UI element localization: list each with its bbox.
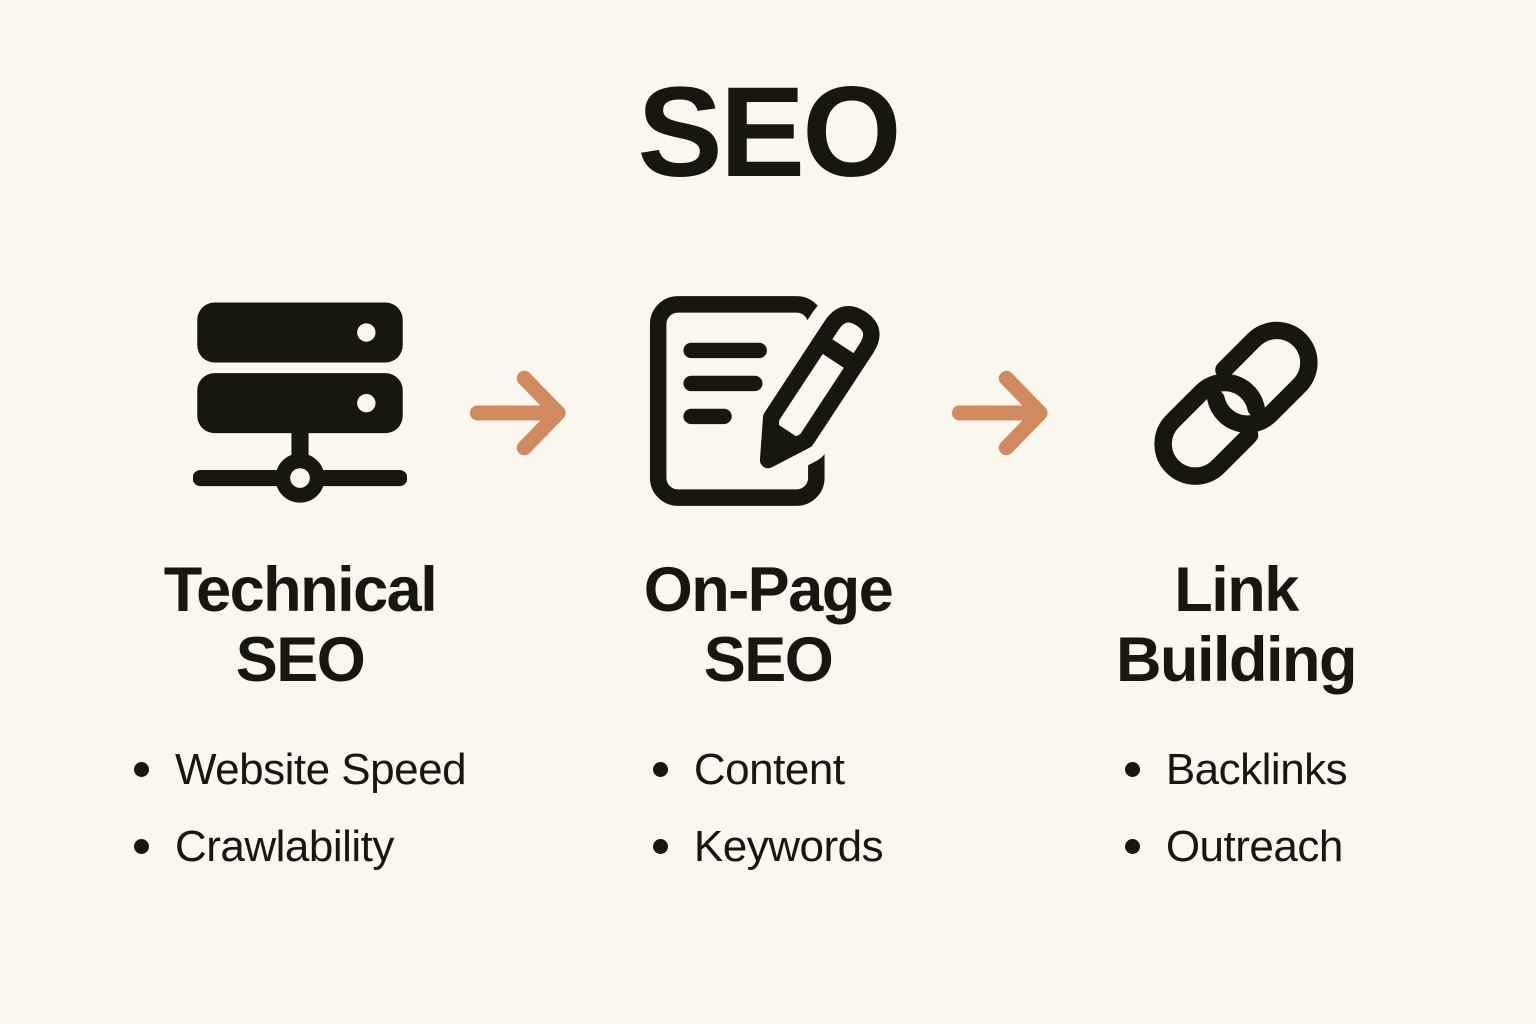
- bullet-dot: [133, 762, 149, 778]
- flow-arrow-1: [468, 366, 590, 465]
- bullet-text: Website Speed: [174, 744, 467, 794]
- heading-line: Technical: [163, 555, 438, 626]
- bullet-dot: [652, 762, 668, 778]
- column-technical-seo: Technical SEO Website Speed Crawlability: [66, 286, 534, 899]
- link-building-heading: Link Building: [1116, 555, 1357, 695]
- link-building-bullet-list: Backlinks Outreach: [1124, 744, 1348, 899]
- columns-board: Technical SEO Website Speed Crawlability: [66, 286, 1470, 899]
- arrow-right-icon: [951, 371, 1048, 456]
- seo-infographic: SEO Technical SEO: [66, 61, 1470, 899]
- on-page-seo-bullet-list: Content Keywords: [652, 744, 884, 899]
- bullet-text: Content: [693, 744, 845, 794]
- bullet-dot: [1124, 839, 1140, 855]
- bullet-dot: [133, 839, 149, 855]
- bullet-text: Outreach: [1165, 821, 1343, 871]
- bullet-dot: [652, 839, 668, 855]
- heading-line: Link: [1174, 555, 1299, 626]
- server-icon: [193, 302, 407, 503]
- pencil: [745, 291, 891, 484]
- list-item: Backlinks: [1124, 744, 1348, 795]
- bullet-text: Backlinks: [1165, 744, 1348, 794]
- list-item: Outreach: [1124, 821, 1347, 872]
- document-edit-icon: [649, 291, 891, 507]
- on-page-seo-heading: On-Page SEO: [643, 555, 894, 695]
- bullet-dot: [1124, 762, 1140, 778]
- heading-line: Building: [1116, 624, 1357, 695]
- heading-line: SEO: [235, 624, 366, 695]
- page-title: SEO: [637, 61, 901, 204]
- on-page-seo-icon-wrap: [645, 286, 891, 516]
- list-item: Website Speed: [133, 744, 467, 795]
- list-item: Keywords: [652, 821, 884, 872]
- technical-seo-bullet-list: Website Speed Crawlability: [133, 744, 467, 899]
- heading-line: SEO: [703, 624, 834, 695]
- bullet-text: Crawlability: [174, 821, 394, 871]
- column-on-page-seo: On-Page SEO Content Keywords: [534, 286, 1002, 899]
- column-link-building: Link Building Backlinks Outreach: [1002, 286, 1470, 899]
- arrow-right-icon: [469, 371, 566, 456]
- link-building-icon-wrap: [1121, 286, 1351, 516]
- list-item: Content: [652, 744, 883, 795]
- technical-seo-icon-wrap: [193, 286, 407, 516]
- flow-arrow-2: [950, 366, 1072, 465]
- heading-line: On-Page: [643, 555, 894, 626]
- link-icon: [1154, 321, 1318, 486]
- bullet-text: Keywords: [693, 821, 884, 871]
- list-item: Crawlability: [133, 821, 466, 872]
- technical-seo-heading: Technical SEO: [163, 555, 438, 695]
